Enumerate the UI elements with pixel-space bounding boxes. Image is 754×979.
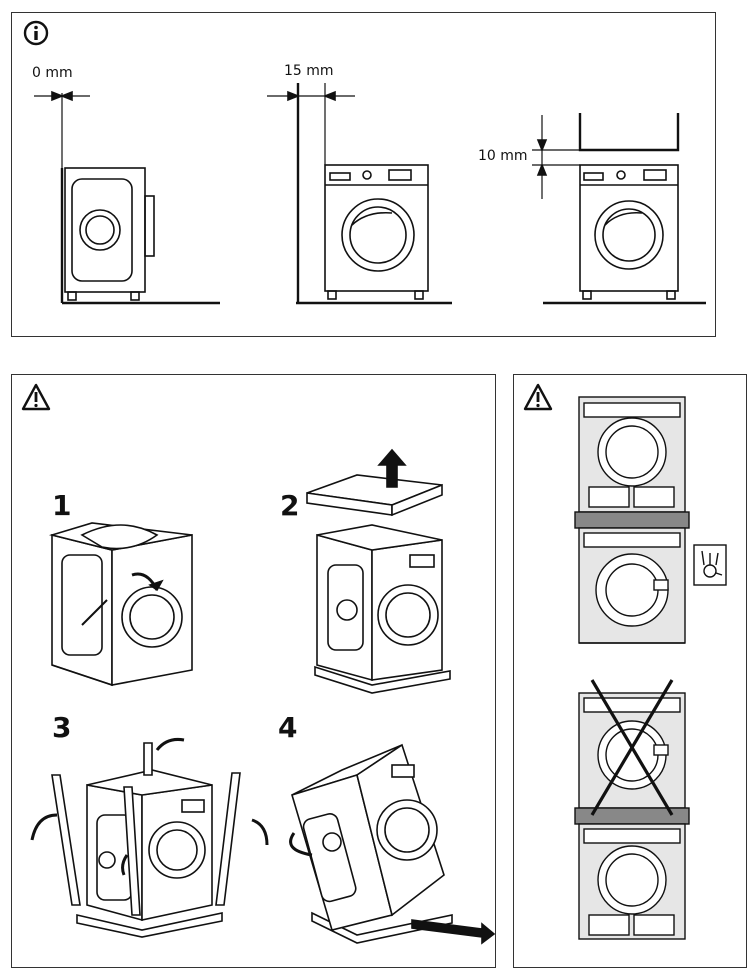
warning-icon bbox=[21, 383, 51, 411]
top-gap-label: 10 mm bbox=[478, 148, 528, 164]
info-icon bbox=[23, 20, 49, 46]
correct-stacking-illustration bbox=[574, 396, 690, 644]
wall-gap-label: 15 mm bbox=[284, 63, 334, 79]
cross-icon bbox=[590, 679, 674, 816]
stacking-diagram bbox=[523, 383, 727, 940]
removal-steps-diagram: 1 2 3 4 bbox=[21, 383, 496, 945]
stacking-panel bbox=[513, 374, 747, 968]
ok-hand-icon bbox=[693, 544, 727, 586]
incorrect-stacking-illustration bbox=[574, 692, 690, 940]
step-1-number: 1 bbox=[52, 489, 71, 522]
clearance-diagram: 0 mm 15 mm bbox=[23, 20, 706, 305]
step-4-tilt-remove-base-illustration bbox=[289, 743, 496, 945]
step-3-number: 3 bbox=[52, 711, 71, 744]
removal-steps-panel: 1 2 3 4 bbox=[11, 374, 496, 968]
step-2-number: 2 bbox=[280, 489, 299, 522]
step-3-remove-braces-illustration bbox=[30, 738, 269, 938]
step-4-number: 4 bbox=[278, 711, 297, 744]
side-gap-label: 0 mm bbox=[32, 65, 73, 81]
step-2-lift-cover-illustration bbox=[306, 448, 451, 694]
warning-icon bbox=[523, 383, 553, 411]
front-view-washer bbox=[267, 83, 452, 305]
clearance-panel: 0 mm 15 mm bbox=[11, 12, 716, 337]
side-view-washer bbox=[34, 90, 220, 305]
step-1-unwrap-illustration bbox=[48, 522, 193, 687]
under-counter-washer bbox=[532, 113, 706, 305]
